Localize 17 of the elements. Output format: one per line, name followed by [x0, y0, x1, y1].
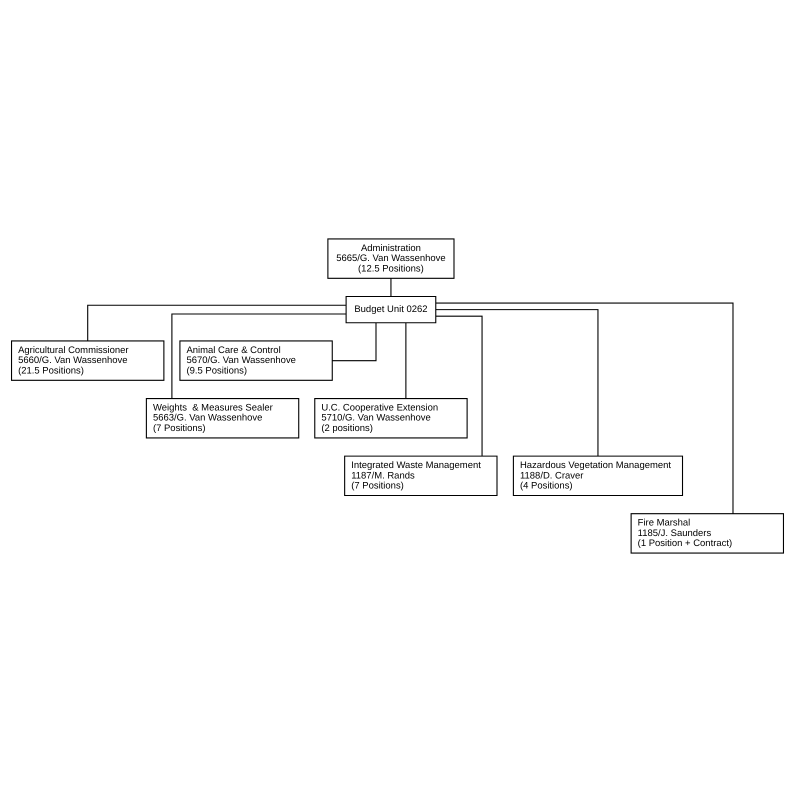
connector: [436, 309, 598, 456]
node-box: Fire Marshal 1185/J. Saunders (1 Position + Contract): [630, 513, 784, 554]
node-box: Weights & Measures Sealer 5663/G. Van Wassenhove (7 Positions): [146, 398, 300, 438]
connector: [436, 302, 734, 514]
node-box: Integrated Waste Management 1187/M. Rands (7 Positions): [344, 456, 498, 496]
node-box: Administration 5665/G. Van Wassenhove (12.5 Positions): [327, 238, 455, 279]
connector: [390, 278, 392, 296]
connector: [171, 313, 346, 398]
connector: [405, 322, 406, 399]
node-box: Hazardous Vegetation Management 1188/D. Craver (4 Positions): [512, 456, 684, 496]
connector: [87, 304, 346, 341]
node-box: Animal Care & Control 5670/G. Van Wassenhove (9.5 Positions): [179, 340, 333, 381]
node-box: Budget Unit 0262: [346, 296, 436, 324]
connector: [436, 316, 483, 456]
node-box: Agricultural Commissioner 5660/G. Van Wassenhove (21.5 Positions): [10, 340, 164, 381]
node-box: U.C. Cooperative Extension 5710/G. Van Wassenhove (2 positions): [314, 398, 468, 438]
connector: [332, 322, 377, 362]
